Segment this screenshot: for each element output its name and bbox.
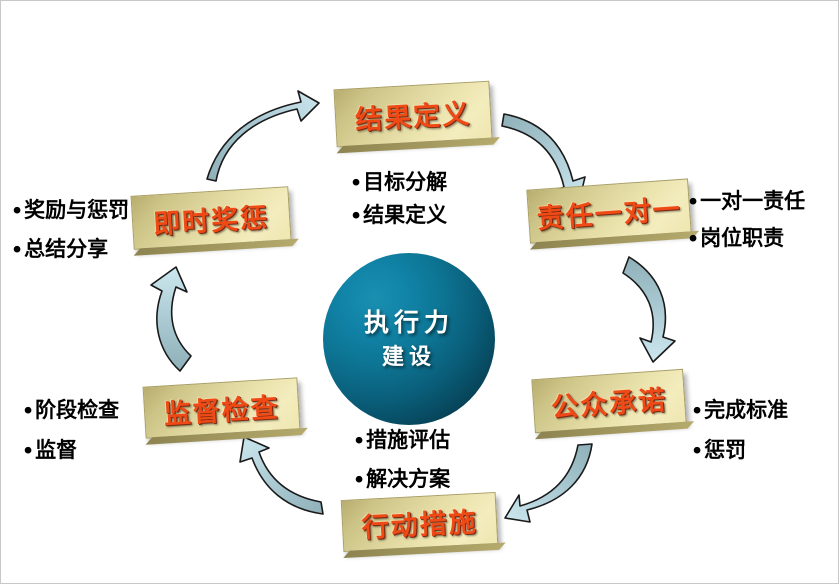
stage-plate-one-to-one-responsibility[interactable]: 责任一对一 (526, 178, 692, 244)
plate-face: 监督检查 (142, 377, 301, 439)
arrow-action-to-supervision (239, 436, 324, 515)
bullet-item: 惩罚 (691, 430, 788, 470)
stage-label-instant-reward-punishment: 即时奖惩 (152, 201, 271, 241)
stage-plate-action-measures[interactable]: 行动措施 (340, 491, 499, 553)
bullet-item: 一对一责任 (687, 183, 805, 220)
arrow-instant-reward-to-result (206, 90, 320, 182)
stage-bullets-one-to-one-responsibility: 一对一责任 岗位职责 (687, 183, 805, 257)
stage-label-one-to-one-responsibility: 责任一对一 (535, 193, 683, 235)
stage-bullets-public-commitment: 完成标准 惩罚 (691, 390, 788, 470)
plate-face: 结果定义 (333, 80, 493, 148)
bullet-item: 措施评估 (353, 421, 450, 460)
bullet-item: 结果定义 (350, 199, 447, 232)
stage-bullets-result-definition: 目标分解 结果定义 (350, 166, 447, 231)
stage-bullets-instant-reward-punishment: 奖励与惩罚 总结分享 (11, 191, 129, 269)
stage-plate-instant-reward-punishment[interactable]: 即时奖惩 (130, 186, 292, 250)
stage-plate-result-definition[interactable]: 结果定义 (333, 80, 493, 148)
plate-face: 责任一对一 (526, 178, 692, 244)
arrow-supervision-to-reward (150, 266, 192, 372)
plate-face: 即时奖惩 (130, 186, 292, 250)
bullet-item: 监督 (22, 430, 119, 470)
stage-bullets-supervision-inspection: 阶段检查 监督 (22, 390, 119, 470)
stage-label-action-measures: 行动措施 (360, 506, 479, 544)
center-sphere: 执行力 建设 (323, 253, 495, 425)
arrow-commitment-to-action (504, 443, 593, 523)
stage-label-supervision-inspection: 监督检查 (162, 391, 281, 431)
arrow-responsibility-to-commitment (622, 256, 676, 363)
plate-face: 公众承诺 (531, 368, 687, 434)
stage-label-result-definition: 结果定义 (354, 98, 472, 136)
stage-label-public-commitment: 公众承诺 (550, 384, 669, 424)
center-title-line1: 执行力 (363, 307, 454, 337)
bullet-item: 岗位职责 (687, 220, 805, 257)
stage-bullets-action-measures: 措施评估 解决方案 (353, 421, 450, 499)
bullet-item: 阶段检查 (22, 390, 119, 430)
bullet-item: 总结分享 (11, 230, 129, 269)
stage-plate-supervision-inspection[interactable]: 监督检查 (142, 377, 301, 439)
plate-face: 行动措施 (340, 491, 499, 553)
center-title-line2: 建设 (381, 345, 436, 371)
bullet-item: 奖励与惩罚 (11, 191, 129, 230)
bullet-item: 目标分解 (350, 166, 447, 199)
stage-plate-public-commitment[interactable]: 公众承诺 (531, 368, 687, 434)
bullet-item: 完成标准 (691, 390, 788, 430)
bullet-item: 解决方案 (353, 460, 450, 499)
